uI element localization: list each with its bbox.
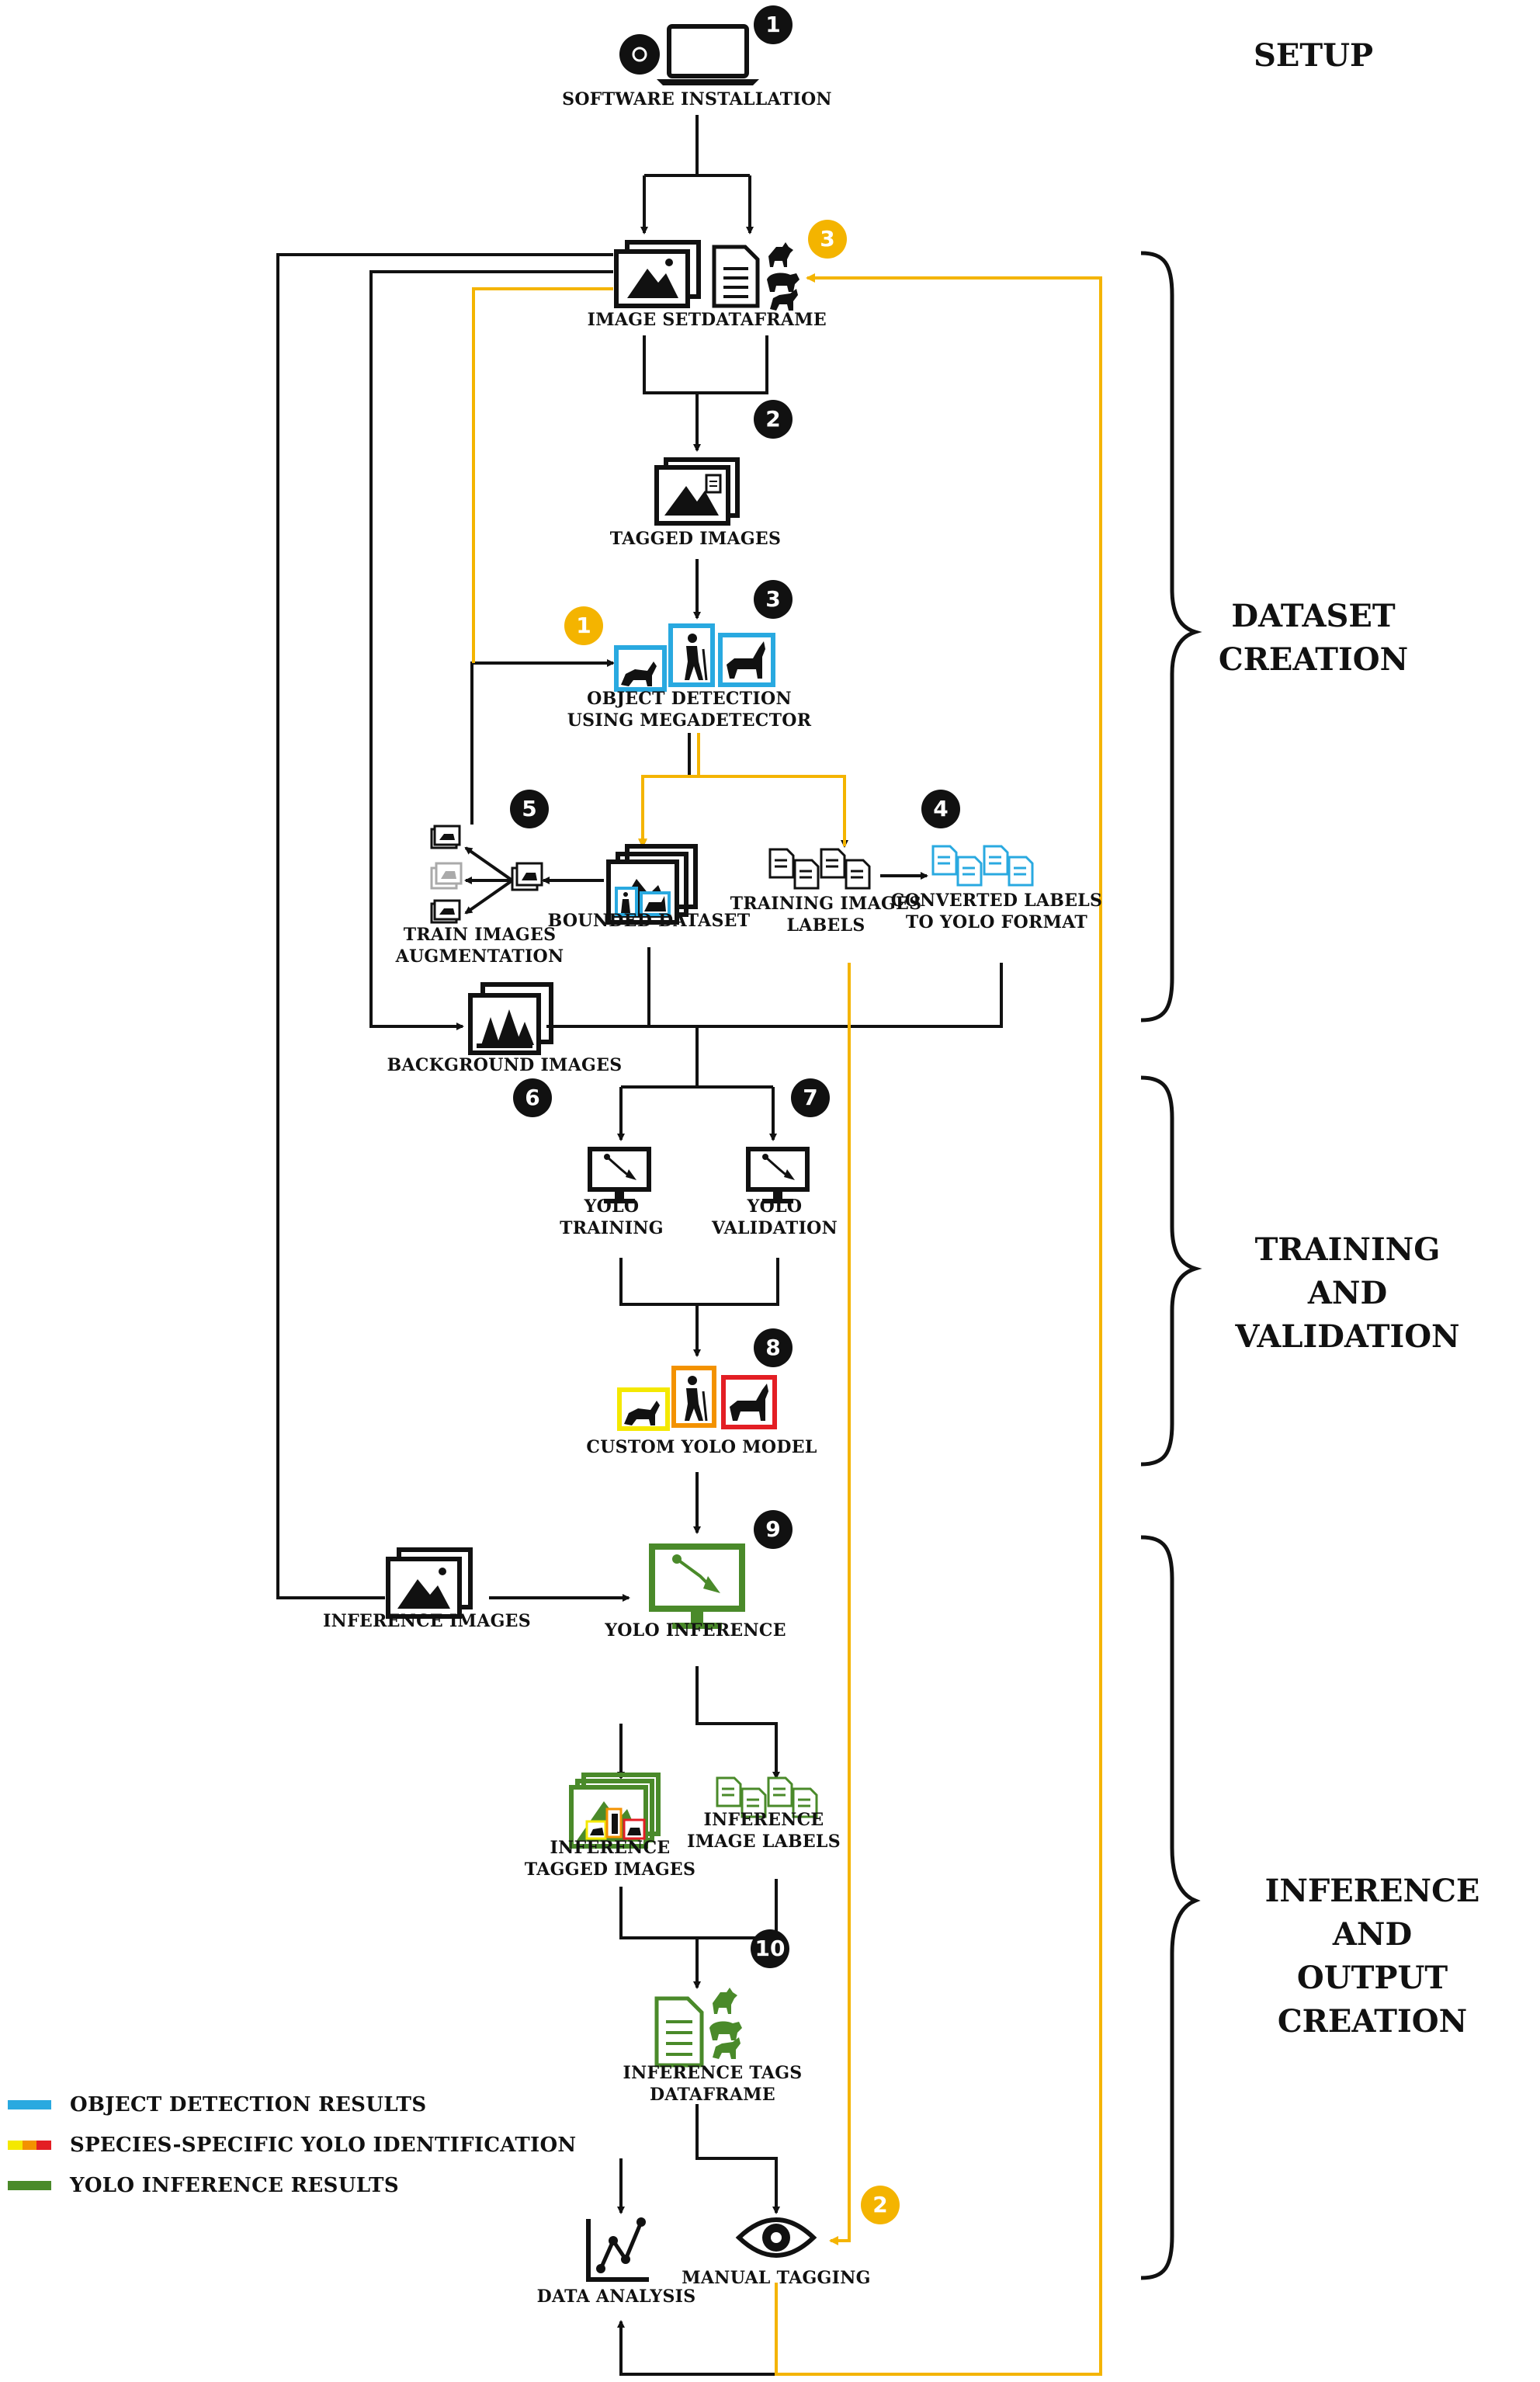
yolo-label-documents-icon xyxy=(931,845,1034,887)
label-yolo-inference: YOLO INFERENCE xyxy=(605,1620,786,1641)
yellow-badge-1: 1 xyxy=(564,606,603,645)
step-badge-6: 6 xyxy=(513,1078,552,1117)
edge-merge-imageset-dataframe xyxy=(643,335,768,394)
step-badge-7: 7 xyxy=(791,1078,830,1117)
laptop-disc-icon xyxy=(619,24,759,85)
legend-item-species-yolo: SPECIES-SPECIFIC YOLO IDENTIFICATION xyxy=(8,2134,576,2157)
step-badge-5: 5 xyxy=(510,790,549,828)
edge-to-manual-tagging xyxy=(695,2104,780,2214)
edge-merge-training-validation xyxy=(619,1258,779,1306)
label-converted-labels: CONVERTED LABELS TO YOLO FORMAT xyxy=(890,891,1103,932)
label-dataframe: DATAFRAME xyxy=(701,310,827,330)
bounded-images-icon xyxy=(606,844,698,925)
section-brackets xyxy=(1140,251,1202,2280)
section-title-setup: SETUP xyxy=(1253,37,1374,74)
label-data-analysis: DATA ANALYSIS xyxy=(536,2287,696,2307)
step-badge-4: 4 xyxy=(921,790,960,828)
custom-model-boxes-icon xyxy=(617,1366,777,1431)
label-train-images-augmentation: TRAIN IMAGES AUGMENTATION xyxy=(395,925,564,967)
eye-icon xyxy=(735,2217,817,2258)
edge-to-train-labels xyxy=(688,733,848,848)
monitor-inference-icon xyxy=(649,1543,745,1629)
legend-label: OBJECT DETECTION RESULTS xyxy=(70,2093,427,2116)
edge-imageset-to-background xyxy=(369,270,613,1030)
label-custom-yolo-model: CUSTOM YOLO MODEL xyxy=(586,1437,817,1457)
black-connectors xyxy=(276,115,1003,2376)
label-inference-tagged-images: INFERENCE TAGGED IMAGES xyxy=(524,1838,696,1880)
legend-swatch-yellow-orange-red xyxy=(8,2141,52,2150)
edge-bus-converted xyxy=(546,963,1003,1028)
label-training-images-labels: TRAINING IMAGES LABELS xyxy=(730,894,922,936)
label-inference-image-labels: INFERENCE IMAGE LABELS xyxy=(687,1810,841,1852)
step-badge-10: 10 xyxy=(751,1929,789,1968)
monitor-training-icon xyxy=(588,1147,651,1203)
step-badge-1: 1 xyxy=(754,5,793,44)
label-yolo-training: YOLO TRAINING xyxy=(560,1196,664,1238)
section-title-training-validation: TRAINING AND VALIDATION xyxy=(1235,1231,1460,1355)
legend-swatch-green xyxy=(8,2181,51,2190)
yellow-connectors xyxy=(472,273,1102,2376)
edge-to-inference-labels xyxy=(695,1666,780,1780)
legend-item-yolo-inference: YOLO INFERENCE RESULTS xyxy=(8,2174,399,2197)
yellow-detection-to-bounded xyxy=(638,733,700,848)
step-badge-2: 2 xyxy=(754,400,793,439)
edge-manual-to-analysis xyxy=(617,2298,778,2376)
yellow-labels-to-manual xyxy=(829,963,851,2245)
document-animals-icon xyxy=(712,242,799,311)
label-yolo-validation: YOLO VALIDATION xyxy=(711,1196,838,1238)
section-title-inference-output: INFERENCE AND OUTPUT CREATION xyxy=(1264,1873,1480,2040)
step-badge-8: 8 xyxy=(754,1328,793,1367)
edge-merge-inference-outputs xyxy=(619,1879,778,1939)
inference-dataframe-icon xyxy=(654,1988,742,2068)
label-software-installation: SOFTWARE INSTALLATION xyxy=(562,89,832,109)
inference-labels-icon xyxy=(716,1776,818,1818)
label-tagged-images: TAGGED IMAGES xyxy=(609,529,782,549)
step-badge-9: 9 xyxy=(754,1510,793,1549)
yellow-badge-2: 2 xyxy=(861,2186,900,2224)
yellow-badge-3: 3 xyxy=(808,220,847,259)
legend-swatch-blue xyxy=(8,2100,51,2109)
legend-label: YOLO INFERENCE RESULTS xyxy=(70,2174,399,2197)
label-bounded-dataset: BOUNDED DATASET xyxy=(547,911,751,931)
legend-label: SPECIES-SPECIFIC YOLO IDENTIFICATION xyxy=(70,2134,577,2157)
label-image-set: IMAGE SET xyxy=(587,310,702,330)
inference-tagged-icon xyxy=(569,1773,661,1849)
label-manual-tagging: MANUAL TAGGING xyxy=(682,2268,871,2288)
label-documents-icon xyxy=(768,848,871,890)
section-title-dataset-creation: DATASET CREATION xyxy=(1218,598,1409,678)
label-background-images: BACKGROUND IMAGES xyxy=(387,1055,623,1075)
monitor-validation-icon xyxy=(746,1147,810,1203)
yellow-manual-to-dataframe xyxy=(775,273,1102,2376)
label-object-detection: OBJECT DETECTION USING MEGADETECTOR xyxy=(567,689,812,731)
yellow-detection-to-labels xyxy=(699,775,846,846)
megadetector-boxes-icon xyxy=(614,623,775,692)
bracket-inference xyxy=(1140,1535,1201,2280)
bracket-dataset xyxy=(1140,251,1202,1023)
tagged-image-icon xyxy=(654,457,740,526)
step-badge-3: 3 xyxy=(754,580,793,619)
forest-images-icon xyxy=(468,982,553,1055)
image-stack-icon xyxy=(614,240,701,308)
label-inference-tags-dataframe: INFERENCE TAGS DATAFRAME xyxy=(623,2063,803,2105)
line-chart-icon xyxy=(586,2217,649,2282)
bracket-training xyxy=(1140,1075,1202,1467)
yellow-imageset-feedback xyxy=(472,287,613,663)
legend-item-object-detection: OBJECT DETECTION RESULTS xyxy=(8,2093,426,2116)
edge-imageset-to-inference-images xyxy=(276,253,613,1599)
augmentation-icon xyxy=(430,825,543,924)
label-inference-images: INFERENCE IMAGES xyxy=(323,1611,531,1631)
inference-images-icon xyxy=(386,1547,473,1619)
